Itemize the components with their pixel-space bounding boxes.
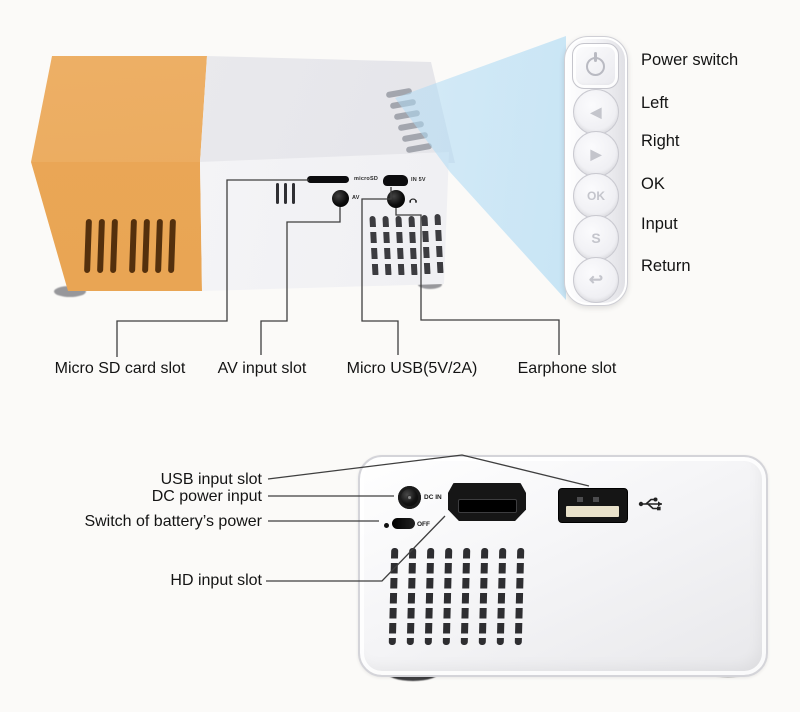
vent-slot [442,548,453,645]
dc-in-label: DC IN [424,494,442,501]
ok-icon: OK [587,189,605,203]
control-button-panel: ◀ ▶ OK S ↩ [564,36,628,306]
vent-slot [292,183,295,204]
return-arrow-icon: ↩ [588,270,604,289]
vent-slot [424,548,435,645]
return-button: ↩ [573,257,619,303]
ok-button: OK [573,173,619,219]
usb-icon [638,497,662,511]
headphone-icon [409,198,417,203]
vent-slot [460,548,471,645]
callout-micro-sd: Micro SD card slot [54,360,186,377]
callout-power-switch: Power switch [641,51,739,69]
earphone-jack [387,190,405,208]
battery-off-label: OFF [417,521,430,528]
callout-left: Left [641,94,669,112]
callout-return: Return [641,257,691,275]
vent-slot [514,548,525,645]
input-button: S [573,215,619,261]
vent-slot [406,548,417,645]
rear-panel-device: DC IN OFF [358,455,768,677]
callout-usb-input: USB input slot [160,471,262,488]
callout-battery-switch: Switch of battery’s power [84,513,262,530]
right-button: ▶ [573,131,619,177]
vent-slot [284,183,287,204]
hdmi-port [448,483,526,521]
micro-usb-port [383,175,408,186]
av-jack [332,190,349,207]
av-label: AV [352,195,360,201]
callout-hd-input: HD input slot [170,572,262,589]
dc-power-jack [398,486,421,509]
callout-dc-power: DC power input [151,488,262,505]
usb-contact [577,497,583,502]
hdmi-slot [458,499,517,513]
projector-foot [54,286,86,297]
callout-earphone: Earphone slot [517,360,617,377]
vent-slot [388,548,399,645]
usb-port [558,488,628,523]
right-arrow-icon: ▶ [590,145,602,162]
micro-sd-slot [307,176,349,183]
power-icon-bar [594,52,597,62]
left-button: ◀ [573,89,619,135]
input-source-icon: S [591,230,601,246]
vent-slot [276,183,279,204]
left-arrow-icon: ◀ [590,103,602,120]
usb-tab [566,506,619,517]
battery-switch-dot [384,523,389,528]
callout-input: Input [641,215,678,233]
usb-contact [593,497,599,502]
micro-sd-label: microSD [354,176,379,182]
micro-usb-label: IN 5V [411,177,426,183]
vent-slot [496,548,507,645]
dc-pin [407,495,412,500]
callout-right: Right [641,132,680,150]
callout-av-input: AV input slot [217,360,307,377]
callout-ok: OK [641,175,665,193]
vent-slot [478,548,489,645]
battery-switch [392,518,415,529]
power-button [572,43,619,89]
callout-micro-usb: Micro USB(5V/2A) [346,360,478,377]
